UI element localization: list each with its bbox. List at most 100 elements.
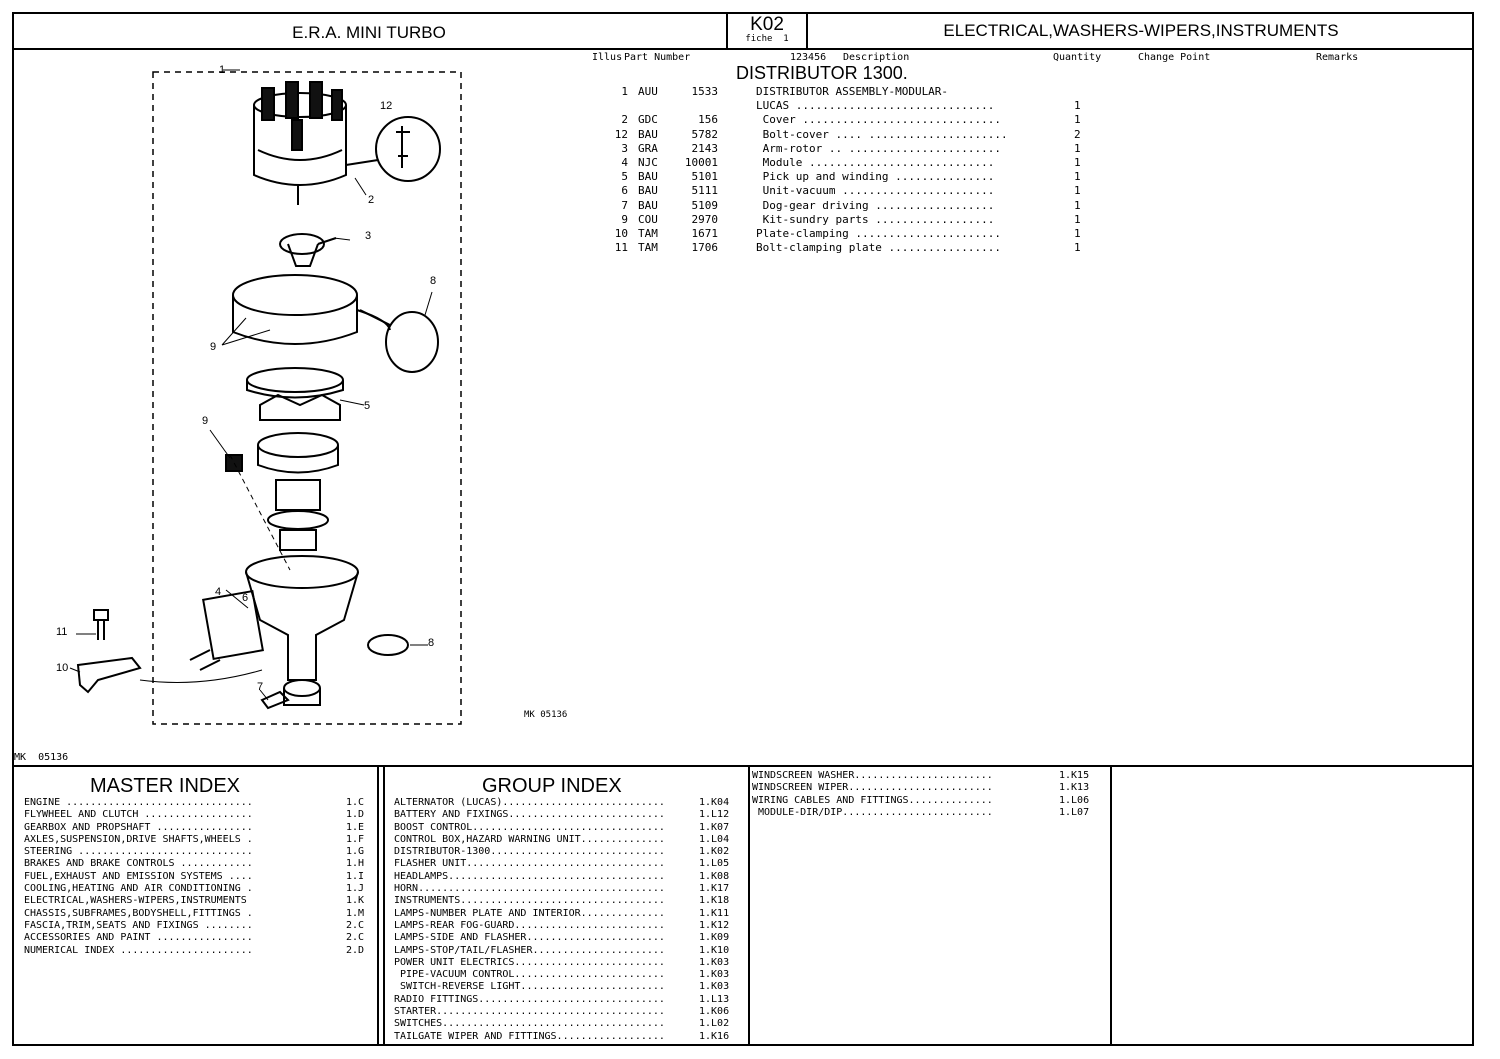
part-number: 5111	[691, 184, 719, 198]
callout-number: 8	[430, 275, 437, 287]
index-item[interactable]: STARTER.................................…	[394, 1006, 746, 1018]
index-item-ref: 1.K16	[699, 1030, 730, 1042]
index-item[interactable]: INSTRUMENTS.............................…	[394, 895, 746, 907]
index-item[interactable]: AXLES,SUSPENSION,DRIVE SHAFTS,WHEELS .1.…	[24, 834, 374, 846]
index-item[interactable]: CONTROL BOX,HAZARD WARNING UNIT.........…	[394, 834, 746, 846]
index-item-label: LAMPS-SIDE AND FLASHER..................…	[394, 932, 665, 944]
part-prefix: BAU	[638, 184, 658, 198]
index-item[interactable]: COOLING,HEATING AND AIR CONDITIONING .1.…	[24, 883, 374, 895]
part-number: 1706	[691, 241, 719, 255]
index-item-ref: 1.K11	[699, 907, 730, 919]
index-item[interactable]: LAMPS-SIDE AND FLASHER..................…	[394, 932, 746, 944]
index-item-label: WINDSCREEN WIPER........................	[752, 782, 993, 794]
part-description: Arm-rotor .. .......................	[756, 141, 1002, 155]
index-item[interactable]: DISTRIBUTOR-1300........................…	[394, 846, 746, 858]
index-item[interactable]: HEADLAMPS...............................…	[394, 871, 746, 883]
col-remarks: Remarks	[1316, 52, 1359, 63]
part-illus: 11	[614, 241, 628, 255]
index-item[interactable]: POWER UNIT ELECTRICS....................…	[394, 957, 746, 969]
index-item-ref: 2.D	[346, 944, 365, 956]
index-item[interactable]: PIPE-VACUUM CONTROL.....................…	[394, 969, 746, 981]
module-drawing	[189, 589, 264, 671]
index-item-ref: 1.K06	[699, 1006, 730, 1018]
index-item-ref: 1.C	[346, 797, 365, 808]
index-item-ref: 1.L12	[699, 809, 730, 821]
index-item-label: SWITCH-REVERSE LIGHT....................…	[394, 981, 665, 993]
index-item[interactable]: ACCESSORIES AND PAINT ................2.…	[24, 932, 374, 944]
header-section: ELECTRICAL,WASHERS-WIPERS,INSTRUMENTS	[943, 21, 1339, 40]
index-item[interactable]: BRAKES AND BRAKE CONTROLS ............1.…	[24, 858, 374, 870]
index-item[interactable]: SWITCHES................................…	[394, 1018, 746, 1030]
index-item[interactable]: ENGINE ............................... 1.…	[24, 797, 374, 809]
index-item-ref: 1.L06	[1059, 794, 1090, 806]
index-item[interactable]: LAMPS-STOP/TAIL/FLASHER.................…	[394, 945, 746, 957]
index-item[interactable]: NUMERICAL INDEX ......................2.…	[24, 945, 374, 957]
distributor-exploded-drawing	[69, 69, 462, 725]
index-item-ref: 1.E	[346, 821, 365, 833]
index-item-ref: 1.L04	[699, 833, 730, 845]
index-item-label: FASCIA,TRIM,SEATS AND FIXINGS ........	[24, 919, 253, 931]
index-item[interactable]: SWITCH-REVERSE LIGHT....................…	[394, 981, 746, 993]
part-quantity: 1	[1074, 226, 1081, 240]
index-item-ref: 1.K13	[1059, 782, 1090, 794]
col-description: Description	[843, 52, 910, 63]
index-item-label: BRAKES AND BRAKE CONTROLS ............	[24, 858, 253, 870]
index-top-rule	[12, 765, 1474, 767]
index-item-label: HORN....................................…	[394, 883, 665, 895]
part-description: LUCAS ..............................	[756, 99, 995, 113]
index-item[interactable]: BATTERY AND FIXINGS.....................…	[394, 809, 746, 821]
index-item[interactable]: ALTERNATOR (LUCAS)......................…	[394, 797, 746, 809]
index-item-ref: 1.K08	[699, 870, 730, 882]
part-quantity: 1	[1074, 212, 1081, 226]
index-item-ref: 1.L02	[699, 1018, 730, 1030]
index-item-label: WINDSCREEN WASHER.......................	[752, 770, 993, 781]
index-item[interactable]: LAMPS-NUMBER PLATE AND INTERIOR.........…	[394, 908, 746, 920]
part-number: 2970	[691, 212, 719, 226]
index-item[interactable]: FLYWHEEL AND CLUTCH ..................1.…	[24, 809, 374, 821]
part-prefix: COU	[638, 212, 658, 226]
index-item[interactable]: WINDSCREEN WIPER........................…	[752, 782, 1108, 794]
index-item[interactable]: ELECTRICAL,WASHERS-WIPERS,INSTRUMENTS 1.…	[24, 895, 374, 907]
callout-number: 2	[368, 194, 375, 206]
col-quantity: Quantity	[1053, 52, 1102, 63]
index-divider-2	[748, 765, 750, 1046]
index-item[interactable]: STEERING .............................1.…	[24, 846, 374, 858]
kit-sundry-drawing	[225, 454, 243, 472]
index-item[interactable]: RADIO FITTINGS..........................…	[394, 994, 746, 1006]
index-item[interactable]: FUEL,EXHAUST AND EMISSION SYSTEMS ....1.…	[24, 871, 374, 883]
part-prefix: NJC	[638, 155, 658, 169]
part-number: 1533	[691, 85, 719, 98]
index-item[interactable]: GEARBOX AND PROPSHAFT ................1.…	[24, 822, 374, 834]
index-item[interactable]: BOOST CONTROL...........................…	[394, 822, 746, 834]
callout-number: 4	[215, 586, 222, 598]
part-illus: 3	[621, 141, 628, 155]
index-item-ref: 1.K17	[699, 883, 730, 895]
index-item[interactable]: HORN....................................…	[394, 883, 746, 895]
index-item[interactable]: FLASHER UNIT............................…	[394, 858, 746, 870]
index-item[interactable]: LAMPS-REAR FOG-GUARD....................…	[394, 920, 746, 932]
index-item-label: ELECTRICAL,WASHERS-WIPERS,INSTRUMENTS	[24, 895, 253, 907]
part-number: 5782	[691, 127, 719, 141]
index-item[interactable]: FASCIA,TRIM,SEATS AND FIXINGS ........ 2.…	[24, 920, 374, 932]
index-item-label: PIPE-VACUUM CONTROL.....................…	[394, 969, 665, 981]
index-item-ref: 2.C	[346, 919, 365, 931]
index-item-ref: 1.K02	[699, 846, 730, 858]
index-item-label: ENGINE ...............................	[24, 797, 253, 808]
header-code: K02	[750, 14, 784, 35]
index-item[interactable]: MODULE-DIR/DIP.........................1…	[752, 807, 1108, 819]
index-item[interactable]: TAILGATE WIPER AND FITTINGS.............…	[394, 1031, 746, 1043]
col-illus: Illus	[592, 52, 623, 63]
index-item[interactable]: WIRING CABLES AND FITTINGS..............…	[752, 795, 1108, 807]
index-item[interactable]: WINDSCREEN WASHER.......................…	[752, 770, 1108, 782]
index-item-ref: 1.K10	[699, 944, 730, 956]
part-prefix: BAU	[638, 170, 658, 184]
index-item[interactable]: CHASSIS,SUBFRAMES,BODYSHELL,FITTINGS .1.…	[24, 908, 374, 920]
callout-number: 7	[257, 681, 264, 693]
part-description: Pick up and winding ...............	[756, 170, 995, 184]
